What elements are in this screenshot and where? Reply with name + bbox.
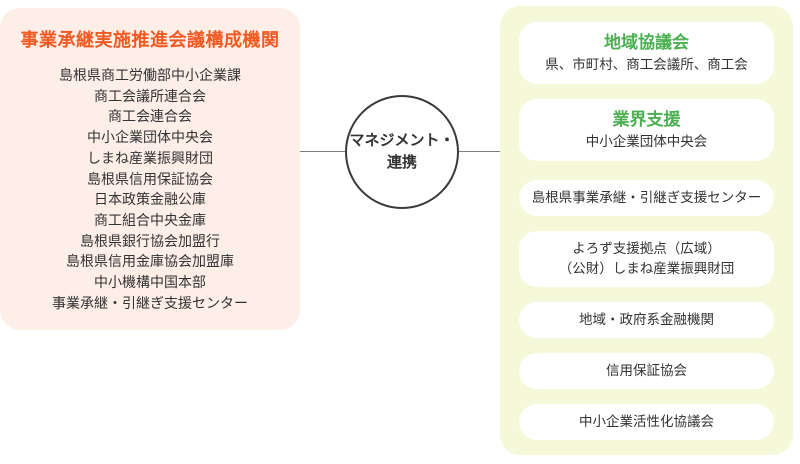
council-member: 商工会議所連合会 <box>94 87 206 104</box>
support-box-yorozu: よろず支援拠点（広域） （公財）しまね産業振興財団 <box>519 231 774 287</box>
support-box-body: 県、市町村、商工会議所、商工会 <box>545 57 748 72</box>
management-circle-label-line1: マネジメント・ <box>349 132 455 150</box>
support-box-body: 中小企業団体中央会 <box>585 134 708 149</box>
council-member: 事業承継・引継ぎ支援センター <box>52 294 248 311</box>
council-panel: 事業承継実施推進会議構成機関 島根県商工労働部中小企業課 商工会議所連合会 商工… <box>0 8 300 330</box>
council-member: 日本政策金融公庫 <box>94 191 206 208</box>
management-circle-label: マネジメント・ 連携 <box>349 130 454 174</box>
council-panel-title: 事業承継実施推進会議構成機関 <box>20 30 280 50</box>
support-box-body: 中小企業活性化協議会 <box>579 414 714 429</box>
support-box-financial-institutions: 地域・政府系金融機関 <box>519 302 774 338</box>
council-member: 商工会連合会 <box>108 108 192 125</box>
council-member-list: 島根県商工労働部中小企業課 商工会議所連合会 商工会連合会 中小企業団体中央会 … <box>0 65 300 313</box>
support-panel: 地域協議会 県、市町村、商工会議所、商工会 業界支援 中小企業団体中央会 島根県… <box>500 6 793 455</box>
management-collaboration-circle: マネジメント・ 連携 <box>345 95 459 209</box>
council-member: 中小機構中国本部 <box>94 274 206 291</box>
council-member: しまね産業振興財団 <box>87 149 213 166</box>
council-member: 島根県信用保証協会 <box>87 170 213 187</box>
management-circle-label-line2: 連携 <box>386 154 417 171</box>
support-box-body-line1: よろず支援拠点（広域） <box>572 241 721 256</box>
council-member: 島根県銀行協会加盟行 <box>80 232 220 249</box>
support-box-body: 島根県事業承継・引継ぎ支援センター <box>531 190 762 205</box>
support-box-regional-council: 地域協議会 県、市町村、商工会議所、商工会 <box>519 22 774 84</box>
council-member: 島根県信用金庫協会加盟庫 <box>66 253 234 270</box>
support-box-title: 業界支援 <box>612 110 681 129</box>
support-box-industry-support: 業界支援 中小企業団体中央会 <box>519 99 774 161</box>
support-box-sme-revitalization: 中小企業活性化協議会 <box>519 404 774 440</box>
support-box-body: 信用保証協会 <box>606 363 687 378</box>
support-box-succession-center: 島根県事業承継・引継ぎ支援センター <box>519 180 774 216</box>
council-member: 中小企業団体中央会 <box>87 129 213 146</box>
council-member: 島根県商工労働部中小企業課 <box>59 67 241 83</box>
council-member: 商工組合中央金庫 <box>94 211 206 228</box>
support-box-body: 地域・政府系金融機関 <box>579 312 714 327</box>
support-box-body-line2: （公財）しまね産業振興財団 <box>558 261 735 276</box>
support-box-credit-guarantee: 信用保証協会 <box>519 353 774 389</box>
support-box-title: 地域協議会 <box>604 33 689 52</box>
